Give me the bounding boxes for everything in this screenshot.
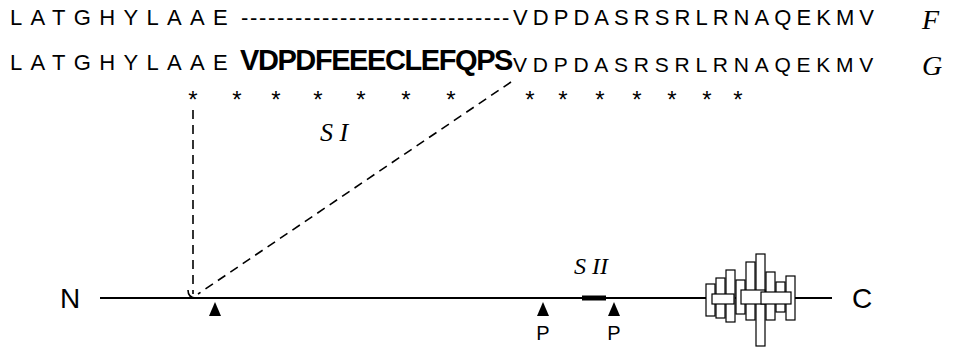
site-triangle: [537, 302, 549, 316]
sequence-text: VDPDASRSRLRNAQEKMV: [513, 7, 879, 29]
site-label: P: [536, 323, 549, 343]
identity-asterisk: *: [595, 88, 604, 112]
identity-asterisk: *: [525, 88, 534, 112]
identity-asterisk: *: [188, 88, 197, 112]
identity-asterisk: *: [702, 88, 711, 112]
sequence-text: VDPDASRSRLRNAQEKMV: [513, 54, 879, 75]
identity-asterisk: *: [632, 88, 641, 112]
terminus-label: N: [60, 285, 80, 313]
identity-asterisk: *: [356, 88, 365, 112]
identity-asterisk: *: [558, 88, 567, 112]
identity-asterisk: *: [313, 88, 322, 112]
identity-asterisk: *: [232, 88, 241, 112]
identity-asterisk: *: [667, 88, 676, 112]
leader-hook: [188, 290, 196, 298]
site-triangle: [608, 302, 620, 316]
s2-segment: [582, 296, 606, 301]
gap-dashes: ------------------------------: [241, 7, 511, 29]
identity-asterisk: *: [733, 88, 742, 112]
identity-asterisk: *: [271, 88, 280, 112]
dashed-leader: [198, 82, 511, 294]
sequence-label: G: [922, 52, 942, 80]
transmembrane-helices: [706, 254, 795, 346]
identity-asterisk: *: [446, 88, 455, 112]
segment-label: S II: [574, 254, 608, 278]
sequence-label: F: [922, 6, 939, 34]
sequence-text: LATGHYLAAE: [10, 7, 236, 29]
segment-label: S I: [320, 120, 348, 146]
sequence-text: LATGHYLAAE: [10, 52, 236, 74]
dashed-leader: [192, 110, 194, 294]
site-label: P: [607, 323, 620, 343]
terminus-label: C: [852, 285, 872, 313]
insert-sequence: VDPDFEEECLEFQPS: [240, 46, 512, 75]
identity-asterisk: *: [401, 88, 410, 112]
site-triangle: [209, 302, 221, 316]
